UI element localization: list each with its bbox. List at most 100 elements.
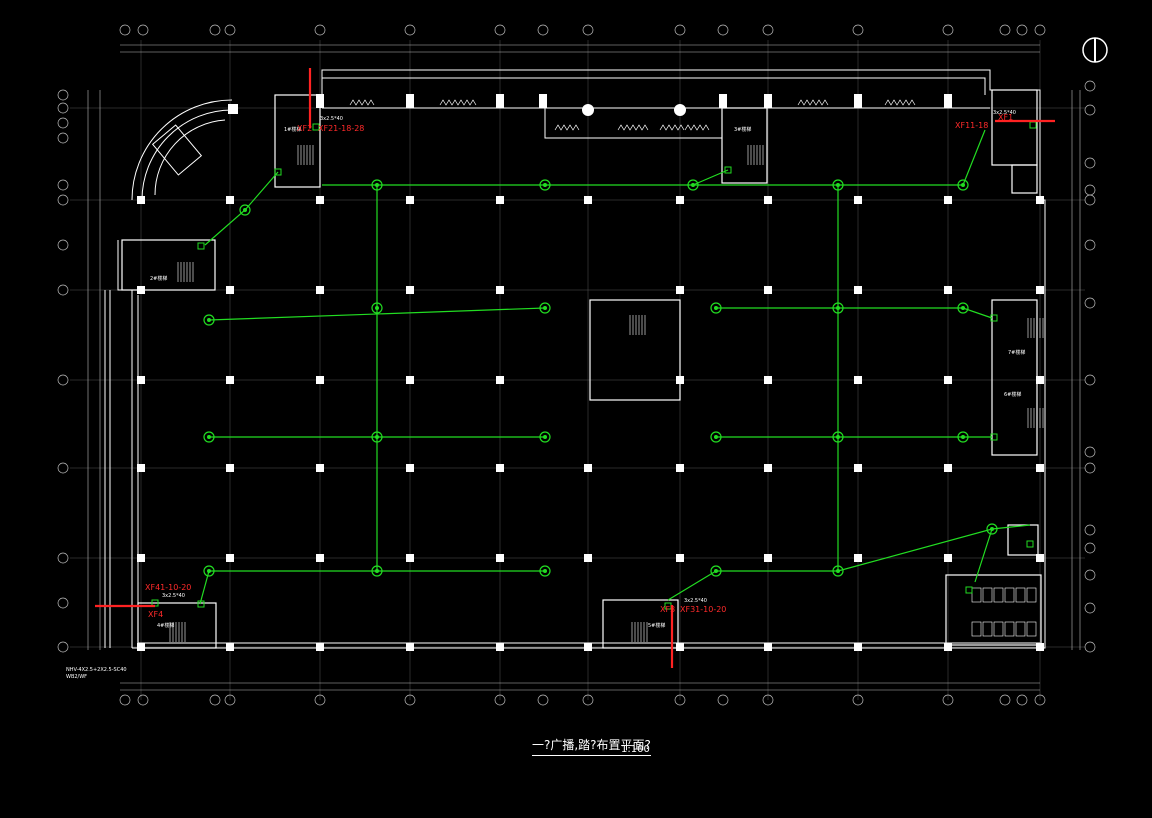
- column: [316, 554, 324, 562]
- column: [676, 196, 684, 204]
- riser-circuit-label: XF21-18-28: [318, 124, 364, 133]
- axis-grid: [57, 24, 1108, 706]
- window-zigzag: [349, 99, 375, 106]
- column: [584, 196, 592, 204]
- column: [226, 643, 234, 651]
- ceiling-speaker: [687, 179, 699, 191]
- axis-bubble-right: [1084, 239, 1096, 251]
- axis-bubble-left: [57, 132, 69, 144]
- ceiling-speaker-dot: [836, 306, 840, 310]
- column: [316, 464, 324, 472]
- axis-bubble-bottom: [942, 694, 954, 706]
- wall-speaker: [990, 433, 998, 441]
- ceiling-speaker-dot: [961, 435, 965, 439]
- axis-bubble-left: [57, 194, 69, 206]
- axis-bubble-top: [494, 24, 506, 36]
- column: [584, 643, 592, 651]
- axis-bubble-top: [852, 24, 864, 36]
- toilet-stall: [1004, 587, 1015, 603]
- window-zigzag: [439, 99, 477, 106]
- speaker-cable: [208, 307, 546, 321]
- ceiling-speaker-dot: [207, 318, 211, 322]
- ceiling-speaker: [371, 565, 383, 577]
- speakers: [151, 121, 1037, 610]
- ceiling-speaker-dot: [375, 569, 379, 573]
- axis-bubble-bottom: [537, 694, 549, 706]
- axis-bubble-left: [57, 117, 69, 129]
- axis-bubble-right: [1084, 524, 1096, 536]
- cable-spec-note: NHV-4X2.5+2X2.5-SC40: [66, 667, 127, 673]
- column: [406, 643, 414, 651]
- ceiling-speaker-dot: [714, 306, 718, 310]
- axis-bubble-top: [582, 24, 594, 36]
- column: [316, 196, 324, 204]
- ceiling-speaker-dot: [207, 569, 211, 573]
- cable-spec-note-2: WB2/WF: [66, 674, 87, 680]
- ceiling-speaker: [710, 302, 722, 314]
- speaker-cable: [204, 171, 279, 246]
- axis-bubble-right: [1084, 297, 1096, 309]
- stair-label: 1#楼梯: [284, 126, 301, 133]
- axis-bubble-right: [1084, 641, 1096, 653]
- axis-bubble-top: [1016, 24, 1028, 36]
- toilet-block: [945, 574, 1042, 646]
- column-top: [539, 94, 547, 108]
- ceiling-speaker: [539, 565, 551, 577]
- column: [764, 554, 772, 562]
- ceiling-speaker: [832, 179, 844, 191]
- axis-bubble-right: [1084, 194, 1096, 206]
- column: [496, 464, 504, 472]
- ceiling-speaker-dot: [543, 435, 547, 439]
- column: [854, 643, 862, 651]
- axis-bubble-left: [57, 102, 69, 114]
- wall-speaker: [197, 242, 205, 250]
- speaker-cable: [962, 129, 986, 186]
- toilet-stall: [982, 587, 993, 603]
- axis-bubble-right: [1084, 184, 1096, 196]
- axis-bubble-bottom: [314, 694, 326, 706]
- column: [137, 554, 145, 562]
- axis-bubble-right: [1084, 157, 1096, 169]
- axis-bubble-top: [119, 24, 131, 36]
- ceiling-speaker: [710, 431, 722, 443]
- ceiling-speaker-dot: [961, 306, 965, 310]
- ceiling-speaker-dot: [543, 306, 547, 310]
- ceiling-speaker: [710, 565, 722, 577]
- riser-cable-label: 3x2.5*40: [162, 593, 185, 599]
- ceiling-speaker: [957, 302, 969, 314]
- ceiling-speaker: [203, 431, 215, 443]
- riser-id-label: XF1: [998, 113, 1013, 122]
- speaker-cable: [716, 528, 993, 583]
- ceiling-speaker-dot: [714, 569, 718, 573]
- axis-bubble-left: [57, 239, 69, 251]
- column: [676, 286, 684, 294]
- ceiling-speaker: [957, 431, 969, 443]
- ceiling-speaker: [239, 204, 251, 216]
- ceiling-speaker-dot: [543, 183, 547, 187]
- axis-bubble-left: [57, 179, 69, 191]
- ceiling-speaker-dot: [836, 569, 840, 573]
- ceiling-speaker: [832, 431, 844, 443]
- column: [854, 464, 862, 472]
- axis-bubble-top: [224, 24, 236, 36]
- ceiling-speaker: [203, 314, 215, 326]
- wall-outer: [132, 69, 1046, 649]
- riser-cable-label: 3x2.5*40: [320, 116, 343, 122]
- column-top: [316, 94, 324, 108]
- stair-label: 7#楼梯: [1008, 349, 1025, 356]
- round-column: [582, 104, 594, 116]
- axis-bubble-top: [674, 24, 686, 36]
- axis-bubble-right: [1084, 104, 1096, 116]
- stair-room-1: [274, 94, 321, 188]
- column: [764, 286, 772, 294]
- axis-bubble-left: [57, 284, 69, 296]
- column-top: [944, 94, 952, 108]
- window-zigzag: [659, 124, 685, 131]
- column: [1036, 554, 1044, 562]
- ceiling-speaker: [371, 302, 383, 314]
- column: [584, 554, 592, 562]
- column: [1036, 464, 1044, 472]
- column: [496, 286, 504, 294]
- window-zigzag: [884, 99, 916, 106]
